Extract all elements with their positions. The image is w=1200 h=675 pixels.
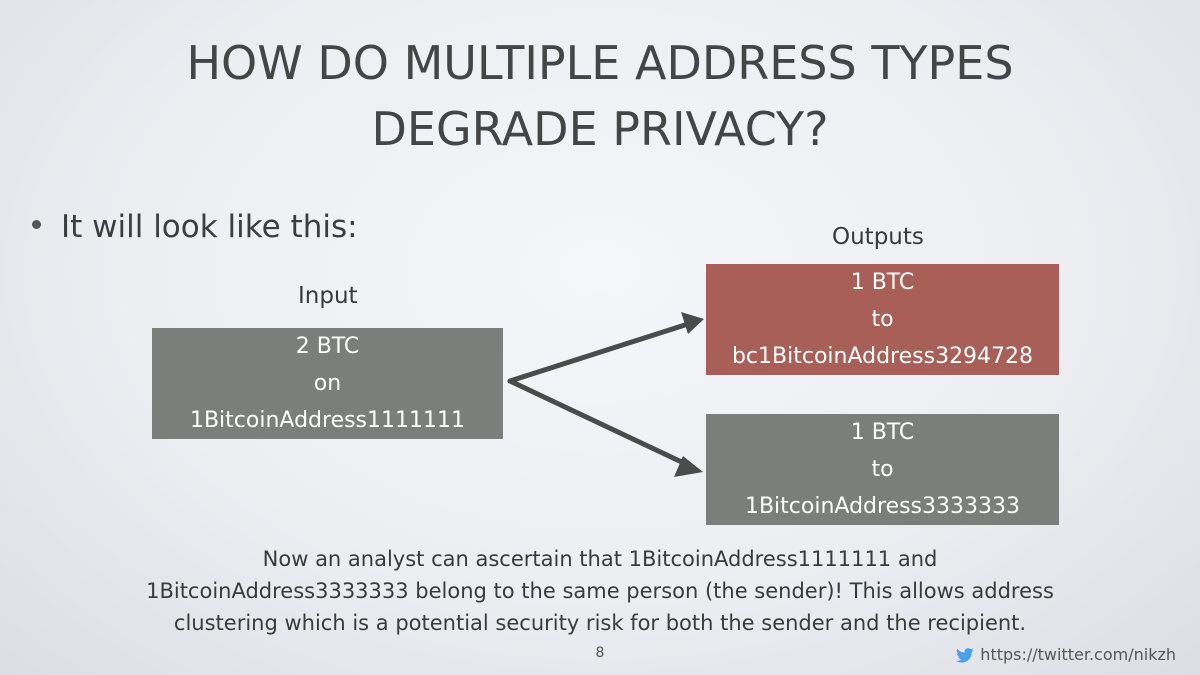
input-address: 1BitcoinAddress1111111: [189, 408, 466, 433]
input-preposition: on: [313, 371, 342, 396]
analysis-note-line-2: 1BitcoinAddress3333333 belong to the sam…: [146, 579, 1054, 603]
input-label: Input: [298, 283, 358, 309]
arrow-to-output-2: [507, 378, 691, 468]
outputs-label: Outputs: [832, 224, 924, 250]
output-box-1: 1 BTC to bc1BitcoinAddress3294728: [706, 264, 1059, 375]
output-1-address: bc1BitcoinAddress3294728: [731, 344, 1034, 369]
twitter-link[interactable]: https://twitter.com/nikzh: [956, 645, 1176, 664]
slide-title: HOW DO MULTIPLE ADDRESS TYPES DEGRADE PR…: [0, 30, 1200, 162]
input-amount: 2 BTC: [295, 334, 360, 359]
arrowhead-output-1: [681, 312, 704, 334]
output-2-amount: 1 BTC: [850, 420, 915, 445]
output-1-preposition: to: [871, 307, 894, 332]
input-box: 2 BTC on 1BitcoinAddress1111111: [152, 328, 503, 439]
bullet-dot-icon: [32, 220, 41, 229]
bullet-text: It will look like this:: [61, 209, 358, 245]
twitter-url: https://twitter.com/nikzh: [980, 645, 1176, 664]
output-2-address: 1BitcoinAddress3333333: [744, 494, 1021, 519]
output-1-amount: 1 BTC: [850, 270, 915, 295]
arrowhead-output-2: [674, 456, 703, 477]
arrow-to-output-1: [507, 321, 691, 384]
analysis-note-line-3: clustering which is a potential security…: [173, 611, 1027, 635]
twitter-bird-icon: [956, 648, 974, 663]
output-2-preposition: to: [871, 457, 894, 482]
output-box-2: 1 BTC to 1BitcoinAddress3333333: [706, 414, 1059, 525]
page-number: 8: [595, 645, 605, 661]
slide-title-line-2: DEGRADE PRIVACY?: [371, 102, 829, 156]
analysis-note: Now an analyst can ascertain that 1Bitco…: [100, 543, 1100, 639]
analysis-note-line-1: Now an analyst can ascertain that 1Bitco…: [262, 547, 938, 571]
bullet-point: It will look like this:: [32, 202, 358, 252]
slide-title-line-1: HOW DO MULTIPLE ADDRESS TYPES: [186, 36, 1014, 90]
